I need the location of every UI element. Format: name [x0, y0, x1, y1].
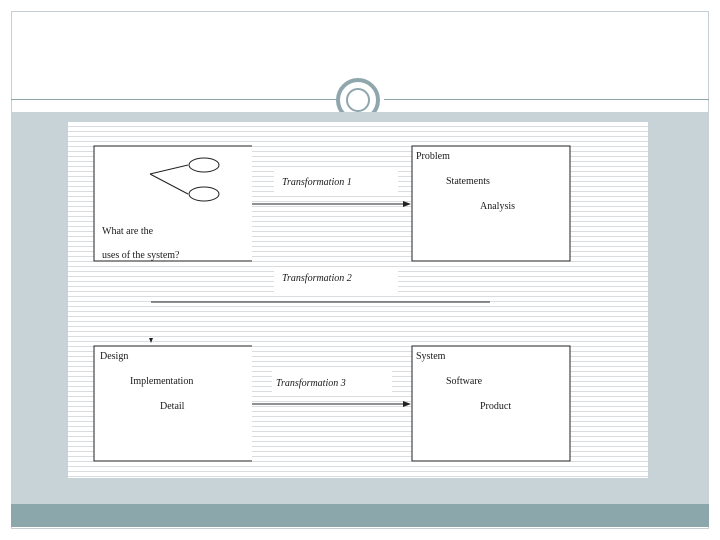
- design-box-bg: [94, 346, 252, 462]
- system-title: System: [416, 351, 446, 362]
- design-box: [93, 345, 252, 462]
- system-line3: Product: [480, 401, 512, 412]
- usecase-text-line1: What are the: [102, 226, 154, 237]
- header-rule-left: [11, 99, 339, 100]
- usecase-ellipse-2: [188, 186, 220, 202]
- system-line2: Software: [446, 376, 483, 387]
- arrow-transformation-2-head: [149, 338, 153, 343]
- header-rule-right: [384, 99, 709, 100]
- system-box: [411, 345, 571, 462]
- problem-title: Problem: [416, 151, 450, 162]
- usecase-line-1: [149, 164, 189, 175]
- usecase-box: [93, 145, 252, 262]
- transformation-1-label: Transformation 1: [282, 177, 352, 188]
- problem-line3: Analysis: [480, 201, 515, 212]
- diagram-svg: [93, 145, 571, 462]
- problem-box-bg: [412, 146, 570, 262]
- header-circle-inner: [346, 88, 370, 112]
- problem-box: [411, 145, 571, 262]
- bottom-bar: [11, 504, 709, 527]
- transformation-3-label: Transformation 3: [276, 378, 346, 389]
- transformation-2-box: [274, 267, 398, 295]
- transformation-1-box: [274, 170, 398, 194]
- diagram-image: What are the uses of the system? Problem…: [68, 122, 648, 478]
- usecase-ellipse-1: [188, 157, 220, 173]
- system-box-bg: [412, 346, 570, 462]
- problem-line2: Statements: [446, 176, 490, 187]
- design-title: Design: [100, 351, 129, 362]
- usecase-text-line2: uses of the system?: [102, 250, 180, 261]
- design-line2: Implementation: [130, 376, 194, 387]
- usecase-box-bg: [94, 146, 252, 262]
- transformation-2-label: Transformation 2: [282, 273, 352, 284]
- design-line3: Detail: [160, 401, 185, 412]
- transformation-3-box: [272, 368, 392, 394]
- usecase-line-2: [149, 173, 189, 195]
